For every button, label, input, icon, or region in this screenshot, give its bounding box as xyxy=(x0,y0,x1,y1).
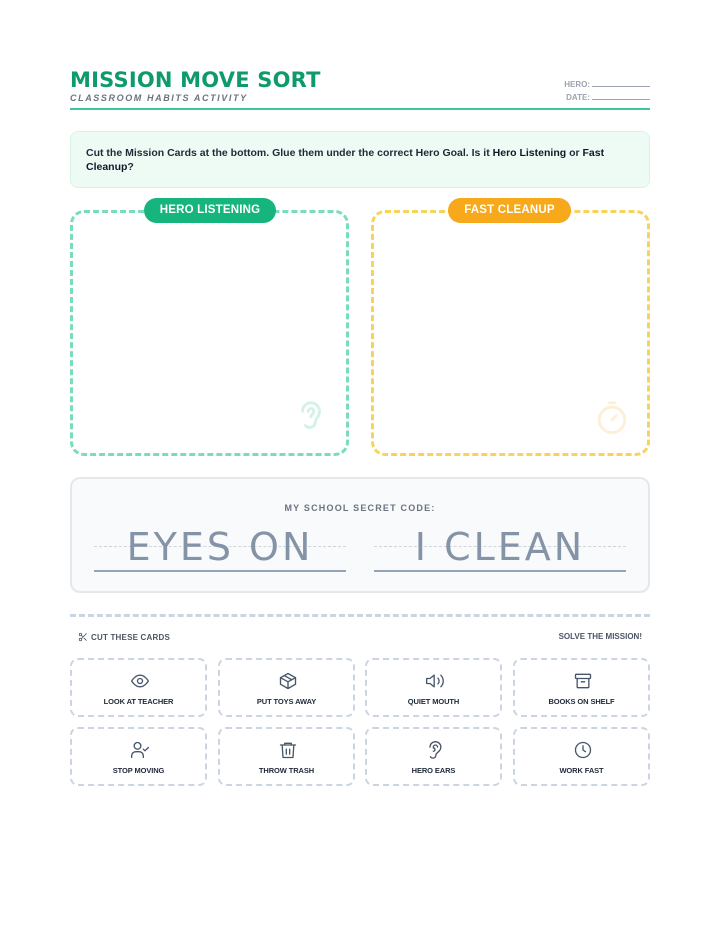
trash-icon xyxy=(279,742,297,759)
worksheet-subtitle: CLASSROOM HABITS ACTIVITY xyxy=(70,93,248,103)
hero-write-line xyxy=(592,79,650,87)
date-field[interactable]: DATE: xyxy=(564,91,650,104)
card-label: PUT TOYS AWAY xyxy=(256,697,317,706)
cut-cards-label: CUT THESE CARDS xyxy=(78,632,170,642)
code-guide-line xyxy=(94,546,346,547)
instructions-bold-fast-cleanup: Fast Cleanup xyxy=(86,147,605,173)
fast-cleanup-drop-zone[interactable] xyxy=(371,210,650,456)
mission-card-work-fast[interactable]: WORK FAST xyxy=(513,727,650,786)
hero-name-field[interactable]: HERO: xyxy=(564,78,650,91)
instructions-text-1: Cut the Mission Cards at the bottom. Glu… xyxy=(86,147,493,159)
mission-card-throw-trash[interactable]: THROW TRASH xyxy=(218,727,355,786)
card-label: BOOKS ON SHELF xyxy=(548,697,615,706)
name-date-fields: HERO: DATE: xyxy=(564,78,650,104)
mission-card-books-on-shelf[interactable]: BOOKS ON SHELF xyxy=(513,658,650,717)
date-field-label: DATE: xyxy=(566,93,590,102)
date-write-line xyxy=(592,92,650,100)
card-label: STOP MOVING xyxy=(112,766,165,775)
speaker-icon xyxy=(426,674,444,688)
secret-code-panel: MY SCHOOL SECRET CODE: EYES ON I CLEAN xyxy=(70,477,650,593)
archive-icon xyxy=(574,673,592,689)
instructions-text-2: or xyxy=(566,147,583,159)
timer-icon xyxy=(597,401,627,435)
clock-icon xyxy=(574,741,592,759)
card-label: LOOK AT TEACHER xyxy=(103,697,174,706)
secret-code-word-1: EYES ON xyxy=(126,525,314,569)
mission-card-put-toys-away[interactable]: PUT TOYS AWAY xyxy=(218,658,355,717)
secret-code-label: MY SCHOOL SECRET CODE: xyxy=(284,503,436,513)
secret-code-word-2: I CLEAN xyxy=(414,525,586,569)
ear-icon xyxy=(429,741,442,759)
mission-card-hero-ears[interactable]: HERO EARS xyxy=(365,727,502,786)
worksheet-title: MISSION MOVE SORT xyxy=(70,68,321,92)
card-label: QUIET MOUTH xyxy=(407,697,460,706)
card-label: THROW TRASH xyxy=(258,766,315,775)
worksheet-header: MISSION MOVE SORT CLASSROOM HABITS ACTIV… xyxy=(70,68,650,110)
hero-field-label: HERO: xyxy=(564,80,590,89)
card-label: WORK FAST xyxy=(559,766,604,775)
card-label: HERO EARS xyxy=(411,766,456,775)
instructions-text-3: ? xyxy=(127,160,134,173)
instructions-panel: Cut the Mission Cards at the bottom. Glu… xyxy=(70,131,650,188)
user-check-icon xyxy=(131,741,149,759)
mission-card-look-at-teacher[interactable]: LOOK AT TEACHER xyxy=(70,658,207,717)
cut-cards-text: CUT THESE CARDS xyxy=(91,632,171,642)
code-base-line xyxy=(374,570,626,572)
code-guide-line xyxy=(374,546,626,547)
fast-cleanup-heading: FAST CLEANUP xyxy=(448,198,571,223)
scissors-icon xyxy=(78,632,87,642)
solve-mission-label: SOLVE THE MISSION! xyxy=(558,632,642,641)
box-icon xyxy=(279,672,297,690)
mission-card-quiet-mouth[interactable]: QUIET MOUTH xyxy=(365,658,502,717)
ear-icon xyxy=(301,401,321,429)
mission-card-stop-moving[interactable]: STOP MOVING xyxy=(70,727,207,786)
instructions-bold-hero-listening: Hero Listening xyxy=(492,147,567,159)
eye-icon xyxy=(131,674,149,688)
cut-dashed-line xyxy=(70,614,650,617)
hero-listening-drop-zone[interactable] xyxy=(70,210,349,456)
hero-listening-heading: HERO LISTENING xyxy=(144,198,276,223)
code-base-line xyxy=(94,570,346,572)
